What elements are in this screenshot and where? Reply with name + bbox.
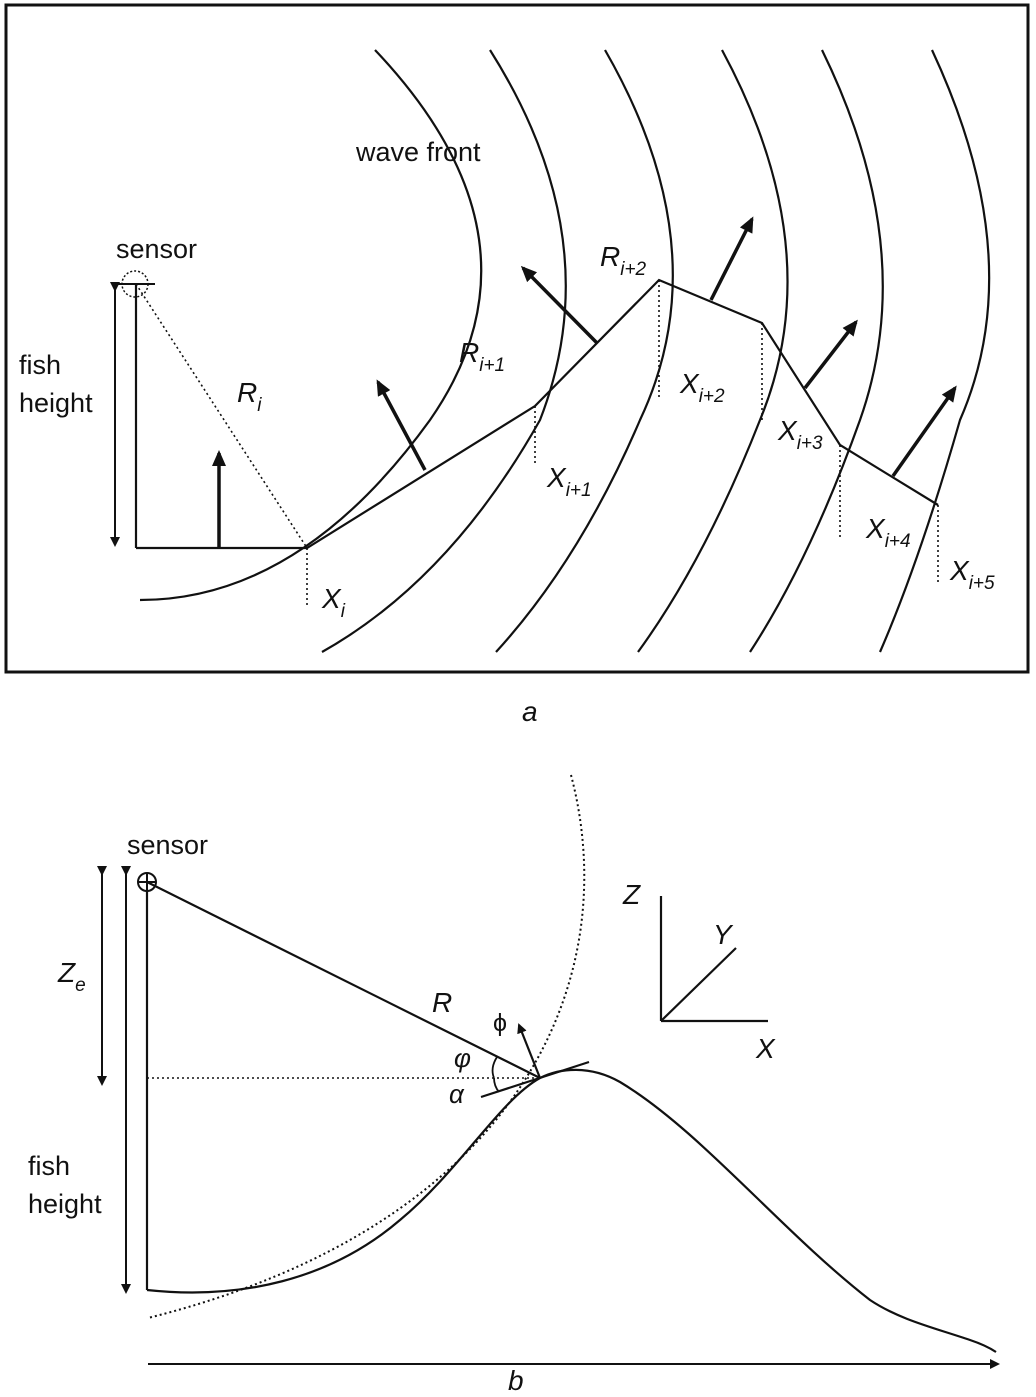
label-ri2: Ri+2 [600, 241, 647, 280]
label-xi5: Xi+5 [949, 555, 995, 594]
normal-arrow-5 [803, 319, 858, 390]
normal-arrow-6 [891, 385, 957, 478]
wave-front-arc-6 [878, 49, 991, 653]
angle-arc-alpha [493, 1077, 500, 1093]
label-axis-x: X [755, 1033, 776, 1064]
sample-droplines [306, 280, 939, 608]
label-wave-front: wave front [355, 137, 481, 167]
wave-fronts [139, 49, 991, 653]
normal-arrow-4 [709, 216, 754, 301]
label-phi-lower: φ [454, 1043, 471, 1073]
caption-a: a [522, 696, 538, 727]
caption-b: b [508, 1365, 524, 1396]
panel-b: sensor Ze fish height R ϕ φ α Z Y X [28, 774, 1000, 1369]
wave-front-arc-1 [139, 49, 483, 602]
label-xi1: Xi+1 [546, 462, 592, 501]
label-ri1: Ri+1 [459, 337, 505, 376]
range-ri-line [135, 283, 308, 549]
wave-front-arc-3 [495, 49, 674, 653]
label-r: R [432, 987, 452, 1018]
label-sensor-b: sensor [127, 830, 208, 860]
panel-a-frame [4, 3, 1030, 674]
normal-phi-arrow [517, 1023, 542, 1079]
wave-front-arc-2 [321, 49, 567, 653]
range-r-line [146, 881, 541, 1079]
seafloor-profile-b [146, 1068, 997, 1353]
label-alpha: α [449, 1079, 465, 1109]
wave-front-dotted [147, 774, 586, 1319]
normal-arrows [212, 216, 957, 548]
label-fish-a: fish [19, 350, 61, 380]
label-xi2: Xi+2 [679, 368, 725, 407]
wave-front-arc-5 [749, 49, 884, 653]
label-xi3: Xi+3 [777, 415, 823, 454]
label-axis-z: Z [622, 879, 641, 910]
label-phi-upper: ϕ [493, 1009, 507, 1037]
label-xi: Xi [321, 583, 346, 622]
label-height-b: height [28, 1189, 102, 1219]
wave-front-arc-4 [637, 49, 789, 653]
normal-arrow-2 [376, 379, 427, 471]
label-xi4: Xi+4 [865, 513, 911, 552]
label-ri: Ri [237, 377, 262, 416]
coordinate-axes [659, 896, 768, 1023]
panel-a: sensor fish height wave front Ri Ri+1 Ri… [4, 3, 1030, 674]
label-fish-b: fish [28, 1151, 70, 1181]
label-axis-y: Y [713, 919, 734, 950]
label-sensor-a: sensor [116, 234, 197, 264]
normal-arrow-3 [520, 265, 599, 345]
label-height-a: height [19, 388, 93, 418]
label-ze: Ze [57, 957, 86, 996]
axis-y-line [660, 947, 737, 1022]
angle-arc-phi [491, 1056, 498, 1079]
